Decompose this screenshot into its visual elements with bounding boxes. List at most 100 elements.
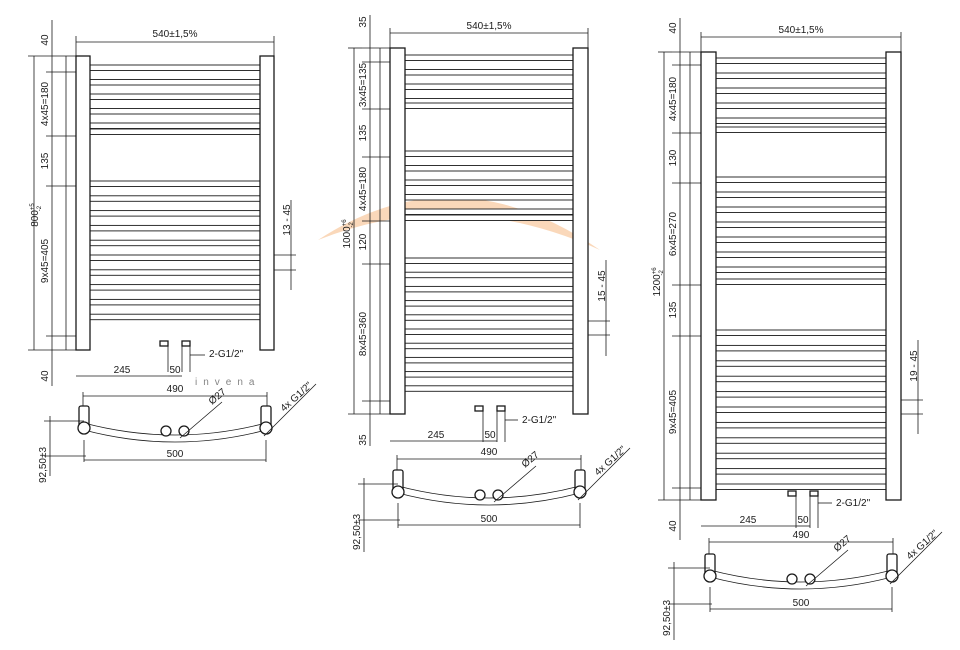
radiator-800-crossbar-7 <box>89 180 261 187</box>
radiator-1200-bottom-end-label: 40 <box>668 520 679 532</box>
radiator-1000-segment-1: 3x45=135 <box>358 62 369 107</box>
radiator-800-crossbar-10 <box>89 224 261 232</box>
radiator-800-width-label: 540±1,5% <box>153 29 198 40</box>
radiator-1000-crossbar-17 <box>404 328 574 335</box>
radiator-800-depth-label: 92,50±3 <box>38 447 49 484</box>
radiator-1000-segment-5: 8x45=360 <box>358 311 369 356</box>
radiator-1000-connection-left <box>474 405 484 412</box>
radiator-800-width-500: 500 <box>167 449 184 460</box>
radiator-800-segment-2: 135 <box>40 152 51 169</box>
radiator-1000-crossbar-10 <box>404 208 574 215</box>
radiator-1000-crossbar-20 <box>404 371 574 378</box>
watermark: invena <box>195 197 600 388</box>
radiator-1200-crossbar-13 <box>715 266 887 273</box>
radiator-800-plan-left-fitting <box>77 421 91 435</box>
radiator-1000-crossbar-21 <box>404 385 574 392</box>
radiator-800-crossbar-6 <box>89 128 261 135</box>
radiator-1200-diameter-label: Ø27 <box>832 533 854 554</box>
radiator-800-connection-right <box>181 340 191 347</box>
radiator-1000-connections-label: 2-G1/2" <box>522 415 557 426</box>
radiator-1000-crossbar-18 <box>404 342 574 350</box>
radiator-1000-wall-distance: 15 - 45 <box>597 270 608 302</box>
radiator-1000-spacing-label: 50 <box>484 430 496 441</box>
radiator-800-crossbar-8 <box>89 195 261 202</box>
radiator-1200-pipe-right <box>804 573 816 585</box>
radiator-1200-connections-label: 2-G1/2" <box>836 498 871 509</box>
radiator-800-crossbar-4 <box>89 108 261 115</box>
radiator-1000-top-end-label: 35 <box>358 16 369 28</box>
radiator-1000-crossbar-3 <box>404 83 574 90</box>
radiator-1200-crossbar-14 <box>715 278 887 285</box>
radiator-1000-width-label: 540±1,5% <box>467 21 512 32</box>
radiator-800-right-rail <box>259 55 275 351</box>
radiator-1000-diameter-label: Ø27 <box>520 449 542 470</box>
radiator-1200-plan-right-fitting <box>885 569 899 583</box>
radiator-1000-crossbar-14 <box>404 285 574 293</box>
watermark-brand: invena <box>195 377 260 388</box>
radiator-800-bottom-end-label: 40 <box>40 370 51 382</box>
radiator-1200-crossbar-24 <box>715 468 887 475</box>
radiator-1000-top-view: 490 Ø27 4x G1/2" 92,50±3 500 <box>352 444 631 552</box>
radiator-800-crossbar-9 <box>89 210 261 217</box>
radiator-800-connection-left <box>159 340 169 347</box>
radiator-1200-top-view: 490 Ø27 4x G1/2" 92,50±3 500 <box>662 528 943 640</box>
radiator-1000-crossbar-12 <box>404 257 574 264</box>
radiator-800-segment-3: 9x45=405 <box>40 238 51 283</box>
radiator-1000-plan-right-fitting <box>573 485 587 499</box>
radiator-1000-crossbar-15 <box>404 300 574 307</box>
radiator-800-wall-distance: 13 - 45 <box>282 204 293 236</box>
radiator-1200-height-label: 1200+6-2 <box>652 267 665 297</box>
radiator-1000-width-500: 500 <box>481 514 498 525</box>
radiator-800-height-label: 800+5-2 <box>30 203 43 227</box>
radiator-1200-crossbar-4 <box>715 102 887 109</box>
watermark-arc <box>318 197 600 250</box>
radiator-1000-left-rail <box>389 47 406 415</box>
radiator-800-spacing-label: 50 <box>169 365 181 376</box>
radiator-1200-crossbar-23 <box>715 452 887 460</box>
radiator-1000-plan-left-fitting <box>391 485 405 499</box>
radiator-1200-segment-3: 6x45=270 <box>668 211 679 256</box>
radiator-1000-right-rail <box>572 47 589 415</box>
radiator-1000-crossbar-5 <box>404 102 574 109</box>
radiator-1200-crossbar-19 <box>715 391 887 398</box>
radiator-1000-thread-label: 4x G1/2" <box>593 444 629 478</box>
radiator-1000-segment-3: 4x45=180 <box>358 166 369 211</box>
radiator-1000-height-label: 1000+6-2 <box>342 219 355 249</box>
radiator-1200-segment-1: 4x45=180 <box>668 76 679 121</box>
radiator-1200-offset-label: 245 <box>740 515 757 526</box>
radiator-1200-plan-left-fitting <box>703 569 717 583</box>
radiator-800-segment-1: 4x45=180 <box>40 81 51 126</box>
radiator-1000-crossbar-7 <box>404 165 574 172</box>
radiator-1200-wall-distance: 19 - 45 <box>909 350 920 382</box>
radiator-1200-crossbar-16 <box>715 344 887 352</box>
radiator-800-thread-label: 4x G1/2" <box>279 380 315 414</box>
radiator-1200-crossbar-8 <box>715 191 887 198</box>
radiator-1200-crossbar-15 <box>715 329 887 336</box>
radiator-1200-depth-label: 92,50±3 <box>662 600 673 637</box>
radiator-1200-width-500: 500 <box>793 598 810 609</box>
radiator-800-crossbar-1 <box>89 64 261 71</box>
radiator-1200-crossbar-11 <box>715 236 887 243</box>
radiator-1200-front-view: 540±1,5% 1200+6-2 40 4x45=180 130 6x45=2… <box>652 18 923 540</box>
radiator-1000-segment-2: 135 <box>358 124 369 141</box>
radiator-1200-crossbar-12 <box>715 251 887 258</box>
radiator-1000-offset-label: 245 <box>428 430 445 441</box>
radiator-1200-right-rail <box>885 51 902 501</box>
radiator-1200-crossbars <box>715 57 887 490</box>
radiator-1200-width-label: 540±1,5% <box>779 25 824 36</box>
radiator-800-crossbar-16 <box>89 313 261 321</box>
radiator-1200-top-end-label: 40 <box>668 22 679 34</box>
radiator-800-plan-right-fitting <box>259 421 273 435</box>
radiator-800-crossbar-14 <box>89 284 261 291</box>
radiator-1000-crossbar-8 <box>404 179 574 186</box>
radiator-1200-crossbar-25 <box>715 483 887 490</box>
radiator-1200-connection-left <box>787 490 797 497</box>
radiator-1000-crossbar-13 <box>404 271 574 279</box>
radiator-1200-crossbar-1 <box>715 57 887 64</box>
radiator-800-crossbar-11 <box>89 239 261 247</box>
radiator-1000-pipe-left <box>474 489 486 501</box>
radiator-1200-top-width-490: 490 <box>793 530 810 541</box>
radiator-1000-connection-right <box>496 405 506 412</box>
